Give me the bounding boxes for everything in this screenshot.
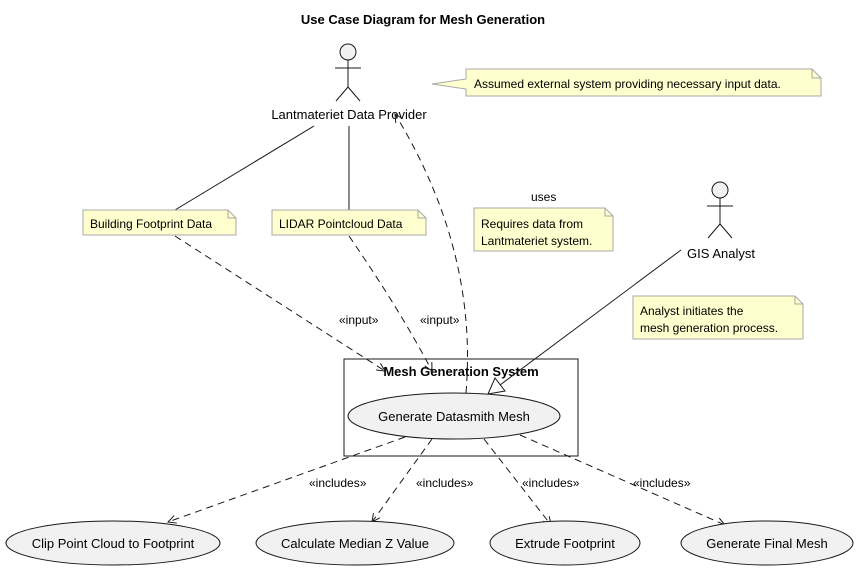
usecase-final-label: Generate Final Mesh xyxy=(706,536,827,551)
note-lidar: LIDAR Pointcloud Data xyxy=(271,209,427,236)
note-analyst-line1: Analyst initiates the xyxy=(640,304,744,318)
edge-label-include-median: «includes» xyxy=(416,476,474,490)
edge-lidar-input xyxy=(348,235,432,371)
note-requires: Requires data from Lantmateriet system. xyxy=(473,207,614,252)
edge-label-include-clip: «includes» xyxy=(309,476,367,490)
edge-label-uses: uses xyxy=(531,190,556,204)
note-requires-line2: Lantmateriet system. xyxy=(481,234,592,248)
usecase-extrude-footprint[interactable]: Extrude Footprint xyxy=(489,520,641,566)
usecase-clip-label: Clip Point Cloud to Footprint xyxy=(32,536,195,551)
note-requires-line1: Requires data from xyxy=(481,217,583,231)
note-external-text: Assumed external system providing necess… xyxy=(474,77,781,91)
edge-include-clip xyxy=(168,436,406,522)
edge-label-input-lidar: «input» xyxy=(420,313,460,327)
actor-analyst[interactable]: GIS Analyst xyxy=(687,181,755,261)
actor-analyst-head xyxy=(711,181,729,199)
diagram-title: Use Case Diagram for Mesh Generation xyxy=(301,12,545,27)
actor-analyst-label: GIS Analyst xyxy=(687,246,755,261)
usecase-calculate-median-z[interactable]: Calculate Median Z Value xyxy=(255,520,455,566)
edge-label-include-extrude: «includes» xyxy=(522,476,580,490)
edge-footprint-input xyxy=(174,235,385,371)
usecase-extrude-label: Extrude Footprint xyxy=(515,536,615,551)
note-analyst-line2: mesh generation process. xyxy=(640,321,778,335)
edge-include-median xyxy=(372,438,433,522)
usecase-clip-point-cloud[interactable]: Clip Point Cloud to Footprint xyxy=(5,520,221,566)
edge-include-final xyxy=(519,434,725,525)
edge-analyst xyxy=(499,249,682,386)
edge-analyst-arrowhead xyxy=(487,377,506,395)
note-analyst: Analyst initiates the mesh generation pr… xyxy=(632,295,804,340)
system-label: Mesh Generation System xyxy=(383,364,538,379)
note-external: Assumed external system providing necess… xyxy=(431,68,822,97)
edge-include-extrude xyxy=(483,438,551,525)
usecase-main-label: Generate Datasmith Mesh xyxy=(378,409,530,424)
edge-label-input-footprint: «input» xyxy=(339,313,379,327)
system-boundary: Mesh Generation System xyxy=(343,358,579,457)
actor-provider-head xyxy=(339,43,357,61)
usecase-median-label: Calculate Median Z Value xyxy=(281,536,429,551)
note-footprint-text: Building Footprint Data xyxy=(90,217,212,231)
provider-footprint-link xyxy=(174,125,315,211)
usecase-generate-final-mesh[interactable]: Generate Final Mesh xyxy=(680,520,854,566)
edge-label-include-final: «includes» xyxy=(633,476,691,490)
usecase-generate-datasmith-mesh[interactable]: Generate Datasmith Mesh xyxy=(347,392,561,440)
actor-provider[interactable]: Lantmateriet Data Provider xyxy=(271,43,427,122)
note-lidar-text: LIDAR Pointcloud Data xyxy=(279,217,403,231)
note-footprint: Building Footprint Data xyxy=(82,209,237,236)
actor-provider-label: Lantmateriet Data Provider xyxy=(271,107,427,122)
edge-uses xyxy=(395,114,468,394)
